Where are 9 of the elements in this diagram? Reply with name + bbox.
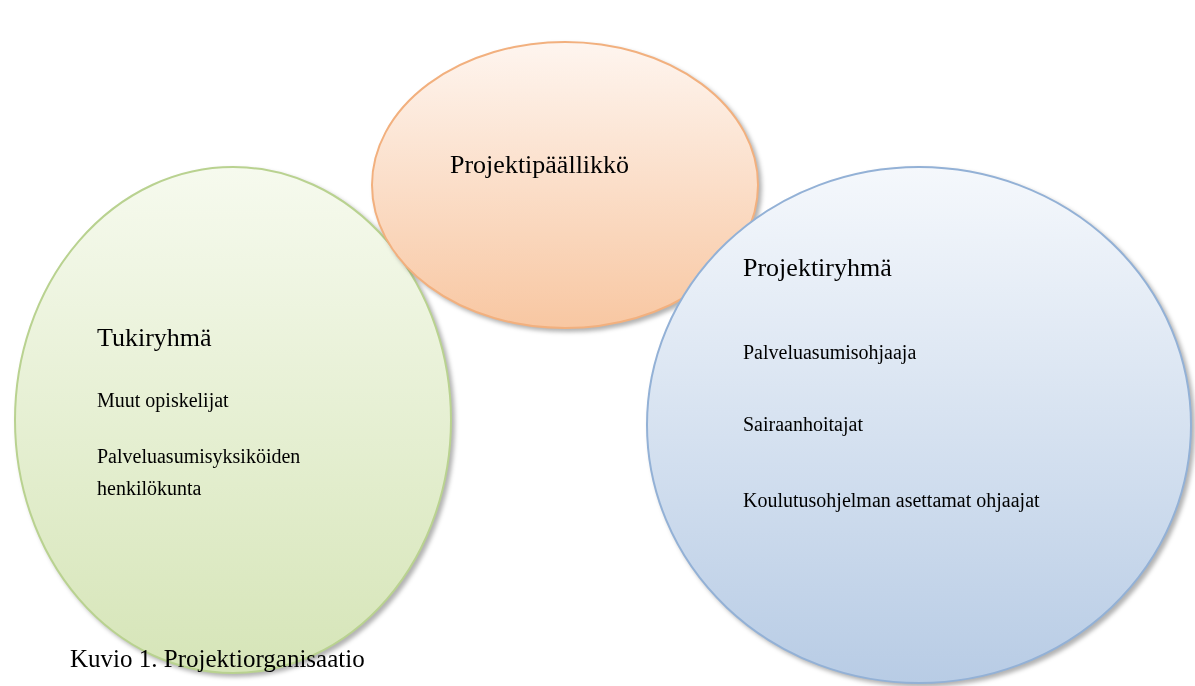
member-text: Palveluasumisohjaaja [743,340,918,366]
member-text: Muut opiskelijat [97,388,230,414]
group-heading: Tukiryhmä [97,323,213,353]
member-text: Palveluasumisyksiköiden henkilökunta [97,444,302,501]
figure-caption: Kuvio 1. Projektiorganisaatio [70,645,365,673]
group-heading: Projektiryhmä [743,253,893,283]
member-text: Sairaanhoitajat [743,412,864,438]
member-text: Koulutusohjelman asettamat ohjaajat [743,488,1041,514]
group-heading: Projektipäällikkö [450,150,631,180]
